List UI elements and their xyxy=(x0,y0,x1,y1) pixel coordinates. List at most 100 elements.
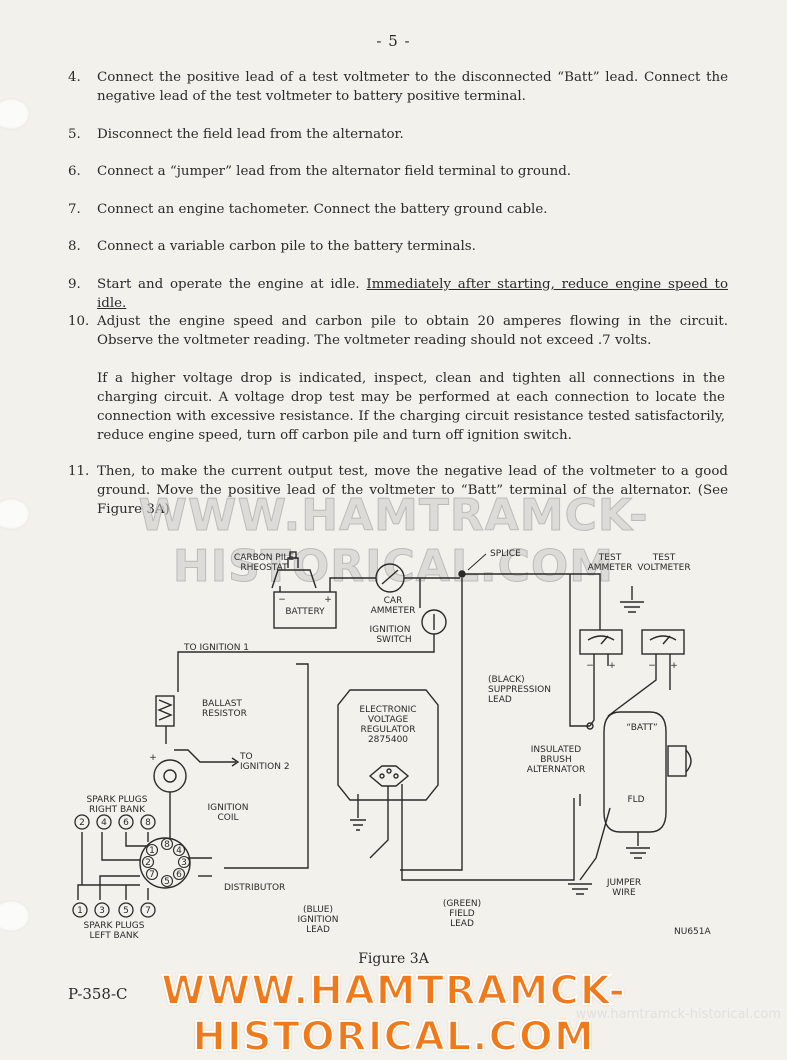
ignition-switch-label: IGNITION xyxy=(370,625,411,635)
step-10: 10. Adjust the engine speed and carbon p… xyxy=(68,312,728,350)
insulated-brush-alternator xyxy=(603,711,667,833)
regulator-label: 2875400 xyxy=(368,735,408,745)
punch-hole xyxy=(0,98,30,130)
splice-label: SPLICE xyxy=(490,549,521,559)
svg-text:4: 4 xyxy=(176,846,182,856)
green-lead-label: (GREEN) xyxy=(443,899,481,909)
voltmeter-minus: − xyxy=(648,661,656,671)
car-ammeter-label: AMMETER xyxy=(371,606,416,616)
step-number: 7. xyxy=(68,202,81,217)
step-5: 5. Disconnect the field lead from the al… xyxy=(68,125,728,144)
to-ignition-1-wire xyxy=(177,634,435,692)
document-code: P-358-C xyxy=(68,985,128,1003)
green-lead-label: LEAD xyxy=(450,919,474,929)
punch-hole xyxy=(0,498,30,530)
step-number: 9. xyxy=(68,277,81,292)
step-number: 10. xyxy=(68,314,90,329)
coil-plus: + xyxy=(149,753,157,763)
step-text: Connect the positive lead of a test volt… xyxy=(97,70,728,104)
diagram-code: NU651A xyxy=(674,927,711,937)
step-number: 4. xyxy=(68,70,81,85)
test-voltmeter-label: VOLTMETER xyxy=(637,563,690,573)
plug-label: 8 xyxy=(145,818,151,828)
test-voltmeter-label: TEST xyxy=(652,553,676,563)
test-ammeter xyxy=(579,629,623,655)
step-11: 11. Then, to make the current output tes… xyxy=(68,462,728,519)
ballast-resistor xyxy=(155,695,175,727)
step-9: 9. Start and operate the engine at idle.… xyxy=(68,275,728,313)
jumper-wire-label: JUMPER xyxy=(606,878,641,888)
blue-lead-label: (BLUE) xyxy=(303,905,333,915)
alternator-label: INSULATED xyxy=(531,745,582,755)
step-7: 7. Connect an engine tachometer. Connect… xyxy=(68,200,728,219)
step-text: Connect a variable carbon pile to the ba… xyxy=(97,239,476,254)
svg-text:6: 6 xyxy=(176,870,182,880)
black-lead-label: SUPPRESSION xyxy=(488,685,551,695)
svg-text:3: 3 xyxy=(181,858,187,868)
step-6: 6. Connect a “jumper” lead from the alte… xyxy=(68,162,728,181)
spark-plugs-left-bank xyxy=(72,902,156,918)
step-number: 5. xyxy=(68,127,81,142)
page-number: - 5 - xyxy=(376,32,411,50)
regulator-label: ELECTRONIC xyxy=(359,705,416,715)
step-number: 8. xyxy=(68,239,81,254)
step-text-plain: Start and operate the engine at idle. xyxy=(97,277,367,292)
jumper-wire-label: WIRE xyxy=(612,888,636,898)
spark-left-label: LEFT BANK xyxy=(89,931,139,940)
distributor xyxy=(139,837,191,889)
black-lead-label: LEAD xyxy=(488,695,512,705)
svg-text:5: 5 xyxy=(164,877,170,887)
step-text: Then, to make the current output test, m… xyxy=(97,464,728,517)
plug-label: 6 xyxy=(123,818,129,828)
ignition-coil xyxy=(153,759,187,793)
svg-text:1: 1 xyxy=(149,846,155,856)
test-ammeter-label: AMMETER xyxy=(588,563,633,573)
electronic-voltage-regulator xyxy=(337,689,439,801)
test-voltmeter xyxy=(641,629,685,655)
ignition-coil-label: COIL xyxy=(217,813,238,823)
to-ignition-1-label: TO IGNITION 1 xyxy=(183,643,249,653)
alternator-pulley xyxy=(667,745,687,777)
blue-lead-label: LEAD xyxy=(306,925,330,935)
step-10-note: If a higher voltage drop is indicated, i… xyxy=(97,371,725,443)
step-text: Start and operate the engine at idle. Im… xyxy=(97,275,728,313)
black-suppression-lead xyxy=(400,578,463,871)
step-text: Connect an engine tachometer. Connect th… xyxy=(97,202,548,217)
step-text: Disconnect the field lead from the alter… xyxy=(97,127,404,142)
battery xyxy=(273,591,337,629)
car-ammeter-label: CAR xyxy=(384,596,403,606)
ignition-coil-label: IGNITION xyxy=(208,803,249,813)
blue-lead-label: IGNITION xyxy=(298,915,339,925)
alternator-label: BRUSH xyxy=(540,755,572,765)
regulator-label: VOLTAGE xyxy=(368,715,409,725)
battery-cable xyxy=(329,577,376,586)
plug-label: 2 xyxy=(79,818,85,828)
fld-label: FLD xyxy=(627,795,644,805)
green-lead-label: FIELD xyxy=(449,909,475,919)
step-4: 4. Connect the positive lead of a test v… xyxy=(68,68,728,106)
plug-label: 1 xyxy=(77,906,83,916)
ignition-switch-label: SWITCH xyxy=(376,635,411,645)
distributor-label: DISTRIBUTOR xyxy=(224,883,285,893)
svg-text:2: 2 xyxy=(145,858,151,868)
plug-label: 4 xyxy=(101,818,107,828)
step-number: 11. xyxy=(68,464,90,479)
ballast-label: BALLAST xyxy=(202,699,242,709)
ammeter-minus: − xyxy=(586,661,594,671)
spark-right-label: RIGHT BANK xyxy=(89,805,146,815)
ground-symbol xyxy=(350,819,366,831)
svg-text:7: 7 xyxy=(149,870,155,880)
distributor-terminal-labels: 8 4 3 6 5 7 2 1 xyxy=(145,840,187,887)
ballast-label: RESISTOR xyxy=(202,709,247,719)
plug-label: 5 xyxy=(123,906,129,916)
battery-label: BATTERY xyxy=(285,607,325,617)
ammeter-plus: + xyxy=(608,661,616,671)
battery-plus: + xyxy=(324,595,332,605)
plug-label: 3 xyxy=(99,906,105,916)
green-field-lead xyxy=(401,784,575,881)
regulator-connector xyxy=(368,765,410,787)
step-text-underlined: Immediately after starting, reduce engin… xyxy=(97,277,729,311)
spark-plugs-right-bank xyxy=(74,814,156,830)
blue-ignition-lead xyxy=(224,663,309,869)
spark-right-label: SPARK PLUGS xyxy=(86,795,147,805)
